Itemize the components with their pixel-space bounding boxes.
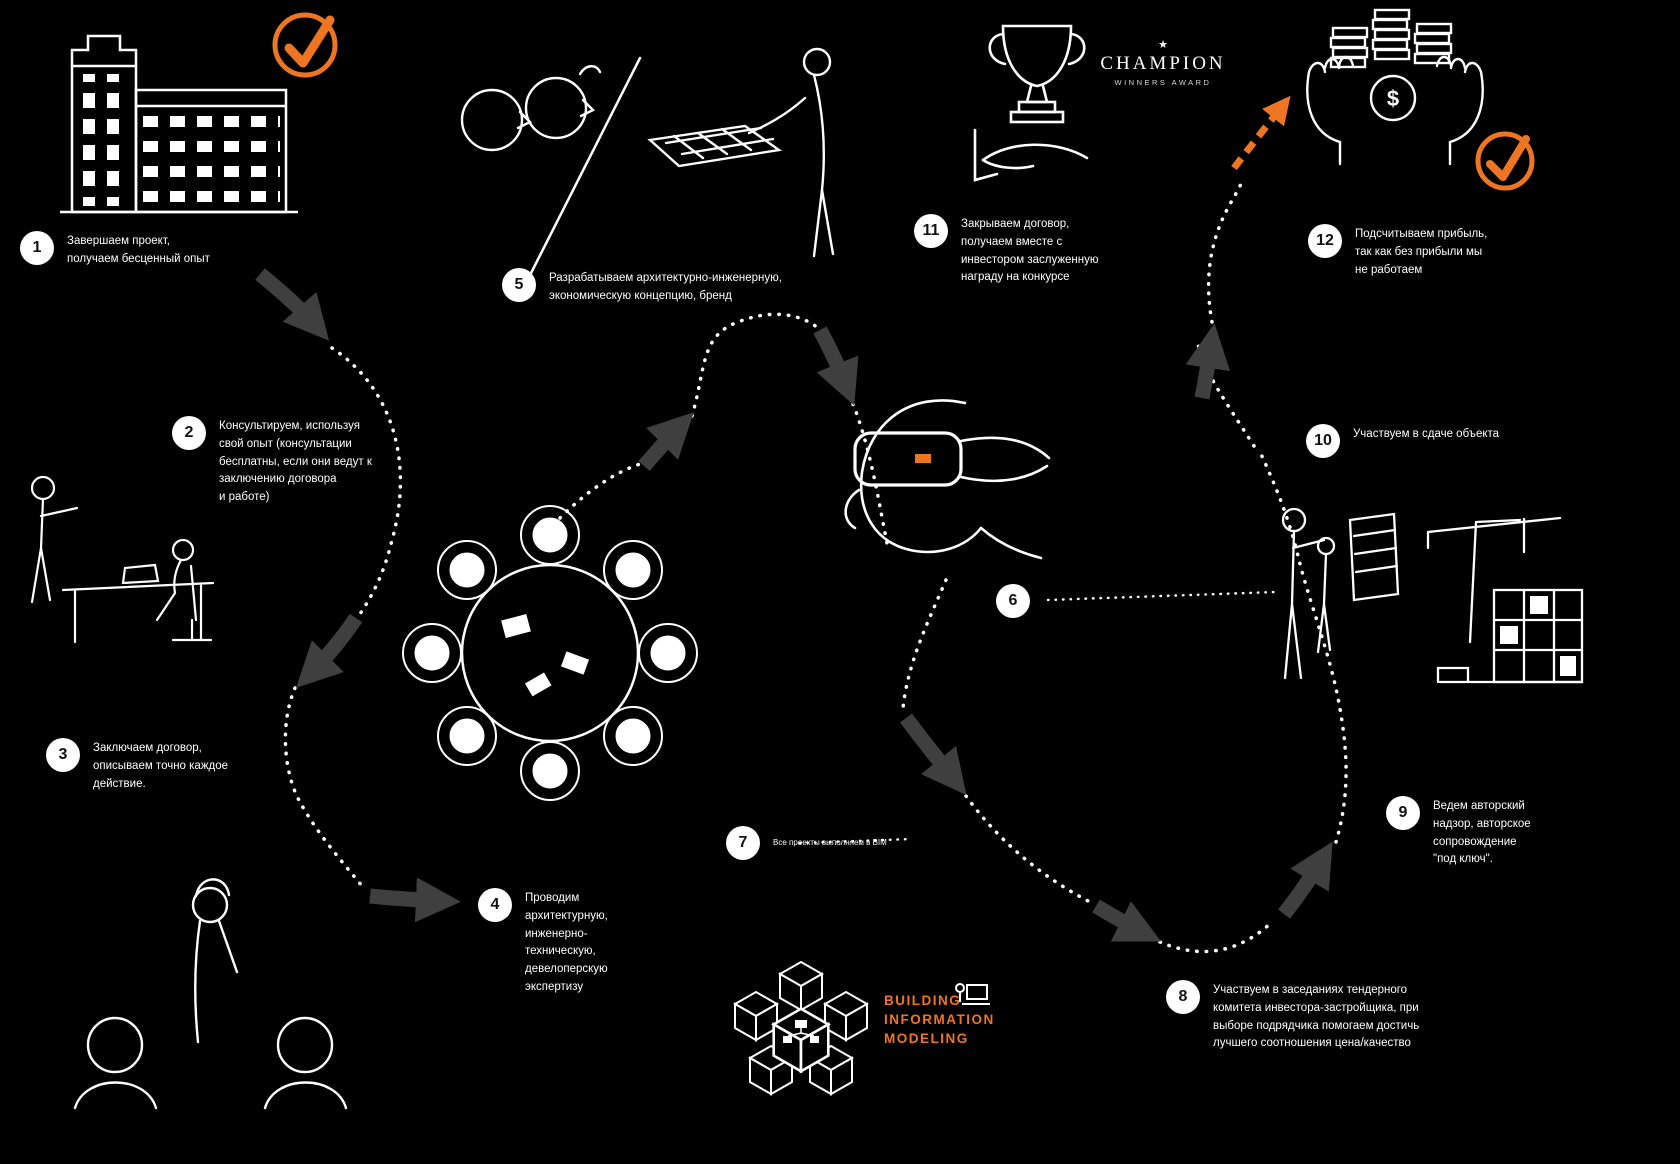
step-6: 6	[996, 584, 1053, 618]
bim-word-modeling: MODELING	[884, 1030, 969, 1046]
leader-lines	[798, 590, 1278, 845]
step-1: 1 Завершаем проект, получаем бесценный о…	[20, 231, 282, 269]
bim-word-information: INFORMATION	[884, 1011, 995, 1027]
step-9: 9 Ведем авторский надзор, авторское сопр…	[1386, 796, 1603, 869]
champion-logo: ★ CHAMPION WINNERS AWARD	[1088, 39, 1238, 88]
step-12-number: 12	[1308, 224, 1342, 258]
step-9-label: Ведем авторский надзор, авторское сопров…	[1433, 800, 1531, 866]
designer-laptop-icon	[955, 983, 990, 1005]
step-5-label: Разрабатываем архитектурно-инженерную, э…	[549, 272, 782, 302]
flow-dotted-path	[283, 176, 1348, 954]
step-1-label: Завершаем проект, получаем бесценный опы…	[67, 235, 210, 265]
trophy-illustration	[973, 24, 1089, 182]
step-10: 10 Участвуем в сдаче объекта	[1306, 424, 1613, 458]
champion-subtitle: WINNERS AWARD	[1114, 78, 1212, 87]
step-12: 12 Подсчитываем прибыль, так как без при…	[1308, 224, 1585, 279]
step-12-label: Подсчитываем прибыль, так как без прибыл…	[1355, 228, 1488, 276]
flow-arrows	[255, 268, 1333, 942]
step-7: 7 Все проекты выполняем в BIM	[726, 826, 933, 860]
step-11-label: Закрываем договор, получаем вместе с инв…	[961, 218, 1099, 284]
step-4-label: Проводим архитектурную, инженерно- техни…	[525, 892, 608, 994]
org-chart-glyph	[783, 1020, 819, 1043]
step-8-number: 8	[1166, 980, 1200, 1014]
orange-dashed-arrow	[1231, 95, 1291, 171]
round-table-illustration	[402, 505, 698, 801]
bim-word-building: BUILDING	[884, 993, 962, 1008]
step-4-number: 4	[478, 888, 512, 922]
money-hands-illustration: $	[1306, 8, 1484, 166]
step-3-label: Заключаем договор, описываем точно каждо…	[93, 742, 229, 790]
champion-title: CHAMPION	[1100, 53, 1226, 74]
step-10-number: 10	[1306, 424, 1340, 458]
bim-wordmark: BUILDING INFORMATION MODELING	[884, 992, 995, 1049]
step-8-label: Участвуем в заседаниях тендерного комите…	[1213, 984, 1420, 1050]
step-7-label: Все проекты выполняем в BIM	[773, 838, 887, 847]
check-icon-project-done	[272, 12, 338, 78]
step-6-number: 6	[996, 584, 1030, 618]
bim-cubes-illustration	[734, 961, 868, 1095]
step-6-leader-line	[1046, 590, 1278, 602]
step-9-number: 9	[1386, 796, 1420, 830]
step-10-label: Участвуем в сдаче объекта	[1353, 428, 1500, 440]
step-2: 2 Консультируем, используя свой опыт (ко…	[172, 416, 419, 507]
agreement-illustration	[73, 878, 348, 1110]
vr-headset-illustration	[844, 399, 1051, 560]
step-2-label: Консультируем, используя свой опыт (конс…	[219, 420, 372, 504]
step-7-number: 7	[726, 826, 760, 860]
step-8: 8 Участвуем в заседаниях тендерного коми…	[1166, 980, 1543, 1053]
building-illustration	[60, 34, 298, 214]
step-3: 3 Заключаем договор, описываем точно каж…	[46, 738, 288, 793]
concept-board-illustration	[647, 47, 835, 258]
step-4: 4 Проводим архитектурную, инженерно- тех…	[478, 888, 670, 997]
consulting-illustration	[30, 475, 215, 644]
step-3-number: 3	[46, 738, 80, 772]
dollar-symbol: $	[1387, 86, 1399, 111]
step-6-label	[1043, 584, 1053, 586]
step-11: 11 Закрываем договор, получаем вместе с …	[914, 214, 1191, 287]
construction-site-illustration	[1281, 507, 1584, 684]
step-5-number: 5	[502, 268, 536, 302]
step-1-number: 1	[20, 231, 54, 265]
discussion-faces-illustration	[460, 56, 642, 285]
check-icon-profit	[1475, 131, 1535, 191]
star-icon: ★	[1158, 39, 1168, 51]
step-5: 5 Разрабатываем архитектурно-инженерную,…	[502, 268, 879, 306]
step-11-number: 11	[914, 214, 948, 248]
step-2-number: 2	[172, 416, 206, 450]
